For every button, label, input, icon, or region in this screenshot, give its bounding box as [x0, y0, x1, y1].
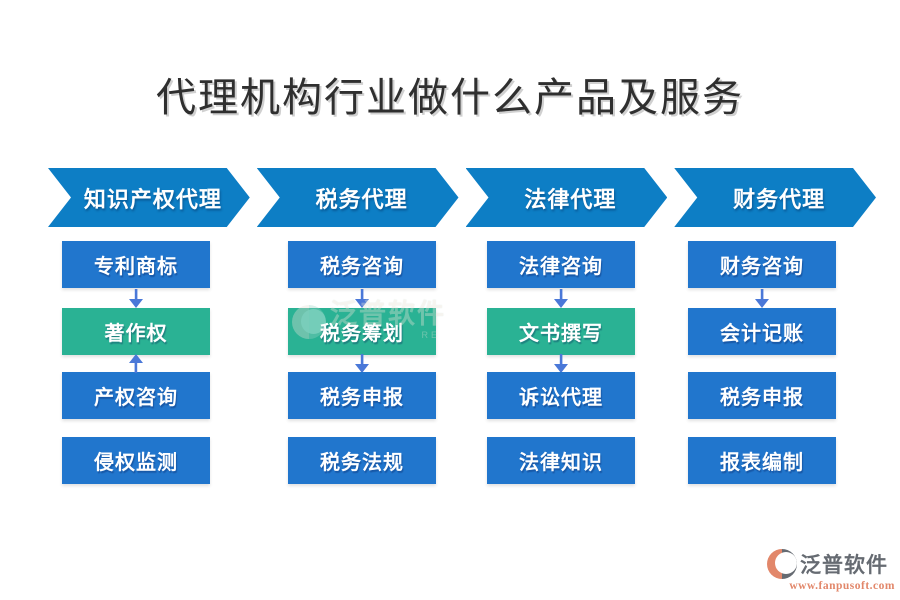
arrow-down-icon	[755, 288, 769, 308]
connector-gap	[128, 354, 144, 373]
header-chevron-row: 知识产权代理税务代理法律代理财务代理	[48, 168, 876, 227]
process-box: 专利商标	[62, 241, 210, 288]
connector-gap	[754, 288, 770, 308]
header-chevron-2: 法律代理	[466, 168, 668, 227]
header-chevron-3: 财务代理	[674, 168, 876, 227]
process-box: 税务申报	[688, 372, 836, 419]
connector-gap	[553, 354, 569, 373]
fanpu-logo-icon	[767, 549, 797, 579]
arrow-down-icon	[554, 288, 568, 308]
connector-gap	[553, 288, 569, 308]
brand-footer: 泛普软件 www.fanpusoft.com	[767, 549, 895, 592]
process-column-2: 法律咨询文书撰写诉讼代理法律知识	[487, 241, 635, 484]
process-box: 产权咨询	[62, 372, 210, 419]
process-box: 侵权监测	[62, 437, 210, 484]
arrow-down-icon	[355, 288, 369, 308]
connector-gap	[354, 288, 370, 308]
arrow-down-icon	[554, 354, 568, 373]
page-title: 代理机构行业做什么产品及服务	[156, 75, 744, 120]
process-box: 会计记账	[688, 308, 836, 355]
connector-gap	[128, 288, 144, 308]
connector-gap	[354, 354, 370, 373]
brand-url: www.fanpusoft.com	[789, 580, 895, 592]
arrow-down-icon	[129, 288, 143, 308]
process-column-3: 财务咨询会计记账税务申报报表编制	[688, 241, 836, 484]
process-box: 税务法规	[288, 437, 436, 484]
process-box: 著作权	[62, 308, 210, 355]
process-column-0: 专利商标著作权产权咨询侵权监测	[62, 241, 210, 484]
process-box: 诉讼代理	[487, 372, 635, 419]
header-chevron-1: 税务代理	[257, 168, 459, 227]
brand-name: 泛普软件	[800, 553, 888, 577]
process-box: 文书撰写	[487, 308, 635, 355]
process-box: 法律知识	[487, 437, 635, 484]
process-box: 报表编制	[688, 437, 836, 484]
process-box: 财务咨询	[688, 241, 836, 288]
process-box: 税务申报	[288, 372, 436, 419]
process-column-1: 税务咨询税务筹划税务申报税务法规	[288, 241, 436, 484]
process-box: 法律咨询	[487, 241, 635, 288]
arrow-down-icon	[355, 354, 369, 373]
process-box: 税务咨询	[288, 241, 436, 288]
arrow-up-icon	[129, 354, 143, 373]
header-chevron-0: 知识产权代理	[48, 168, 250, 227]
process-box: 税务筹划	[288, 308, 436, 355]
